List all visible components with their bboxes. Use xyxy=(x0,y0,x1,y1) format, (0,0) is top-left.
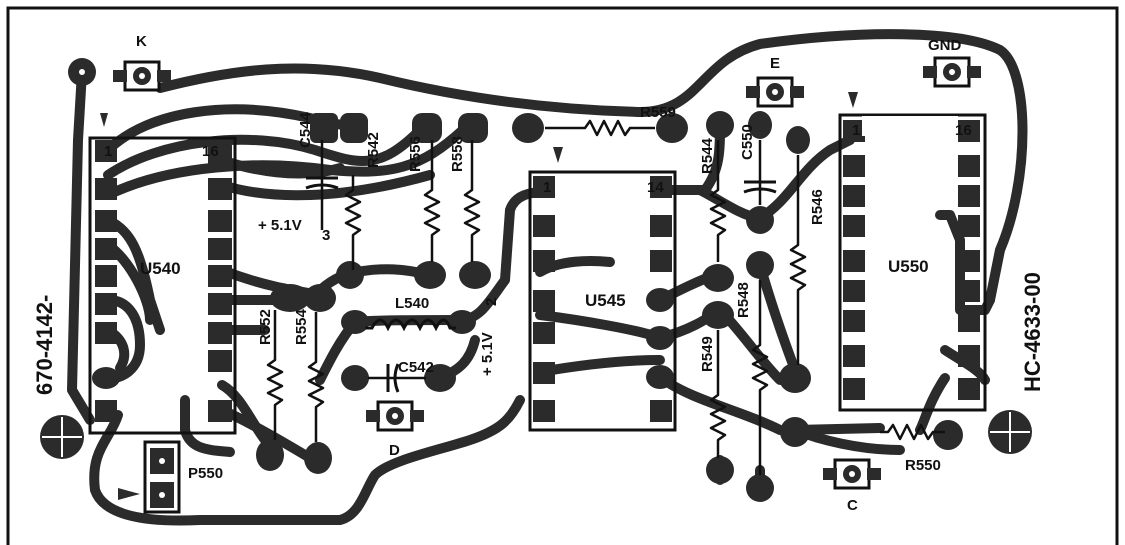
u545-pin14-label: 14 xyxy=(647,179,664,196)
resistor-r559-label: R559 xyxy=(640,104,676,121)
resistor-r548: R548 xyxy=(735,280,769,475)
resistor-r556-label: R556 xyxy=(407,136,424,172)
test-point-k: K xyxy=(113,33,171,92)
connector-p550: P550 xyxy=(118,440,223,514)
test-point-c: C xyxy=(823,458,881,514)
u540-pin1-label: 1 xyxy=(104,143,112,160)
ic-u545: 1 14 U545 xyxy=(528,147,677,432)
resistor-r558: R558 xyxy=(449,136,481,262)
ic-u550: 1 16 U550 xyxy=(838,92,987,412)
voltage-label-5v1-b: + 5.1V xyxy=(479,332,496,376)
mounting-hole-left xyxy=(40,415,84,459)
resistor-r550-label: R550 xyxy=(905,457,941,474)
connector-p550-label: P550 xyxy=(188,465,223,482)
u545-pins-right xyxy=(646,176,674,422)
resistor-r556: R556 xyxy=(407,136,441,262)
capacitor-c550: C550 xyxy=(739,124,777,205)
u550-pins-right xyxy=(958,120,980,400)
resistor-r542-label: R542 xyxy=(365,132,382,168)
u550-pin16-label: 16 xyxy=(955,122,972,139)
capacitor-c544: C544 xyxy=(297,111,339,230)
u545-pin1-label: 1 xyxy=(543,179,551,196)
resistor-r546-label: R546 xyxy=(809,189,826,225)
capacitor-c542-label: C542 xyxy=(398,359,434,376)
test-point-gnd-label: GND xyxy=(928,37,962,54)
part-number-right: HC-4633-00 xyxy=(1020,272,1045,392)
component-pads xyxy=(68,58,963,502)
resistor-r544: R544 xyxy=(699,137,727,262)
test-point-k-label: K xyxy=(136,33,147,50)
test-point-c-label: C xyxy=(847,497,858,514)
mounting-hole-right xyxy=(988,410,1032,454)
u540-pins-left xyxy=(92,140,120,422)
u550-pin1-label: 1 xyxy=(852,122,860,139)
resistor-r558-label: R558 xyxy=(449,136,466,172)
u540-pin16-label: 16 xyxy=(202,143,219,160)
voltage-label-5v1-a: + 5.1V xyxy=(258,217,302,234)
inductor-l540: L540 xyxy=(365,295,456,332)
part-number-left: 670-4142- xyxy=(32,295,57,395)
pin1-marker-icon xyxy=(118,488,140,500)
pin1-marker-icon xyxy=(848,92,858,108)
resistor-r542: R542 xyxy=(344,132,382,270)
resistor-r549: R549 xyxy=(699,330,727,458)
test-point-e: E xyxy=(746,55,804,108)
pin1-marker-icon xyxy=(553,147,563,163)
resistor-r549-label: R549 xyxy=(699,336,716,372)
u540-pins-right xyxy=(208,145,232,422)
ic-u540: 1 16 U540 xyxy=(88,113,237,435)
resistor-r544-label: R544 xyxy=(699,137,716,174)
inductor-l540-label: L540 xyxy=(395,295,429,312)
test-point-d: D xyxy=(366,400,424,459)
resistor-r546: R546 xyxy=(789,155,826,365)
u550-label: U550 xyxy=(888,257,929,276)
resistor-r550: R550 xyxy=(880,423,945,474)
u550-pins-left xyxy=(843,120,865,400)
u545-pins-left xyxy=(533,176,555,422)
resistor-r554-label: R554 xyxy=(293,308,310,345)
voltage-label-pin-2: 2 xyxy=(483,298,500,306)
resistor-r552-label: R552 xyxy=(257,309,274,345)
test-point-e-label: E xyxy=(770,55,780,72)
capacitor-c542: C542 xyxy=(368,359,434,393)
capacitor-c544-label: C544 xyxy=(297,111,314,148)
u540-label: U540 xyxy=(140,259,181,278)
voltage-label-pin-3: 3 xyxy=(322,227,330,244)
resistor-r548-label: R548 xyxy=(735,282,752,318)
resistor-r552: R552 xyxy=(257,309,284,440)
capacitor-c550-label: C550 xyxy=(739,124,756,160)
resistor-r559: R559 xyxy=(545,104,676,137)
board-outline xyxy=(6,6,1119,545)
resistor-r554: R554 xyxy=(293,308,325,442)
test-point-gnd: GND xyxy=(923,37,981,88)
test-point-d-label: D xyxy=(389,442,400,459)
u545-label: U545 xyxy=(585,291,626,310)
pin1-marker-icon xyxy=(100,113,108,127)
